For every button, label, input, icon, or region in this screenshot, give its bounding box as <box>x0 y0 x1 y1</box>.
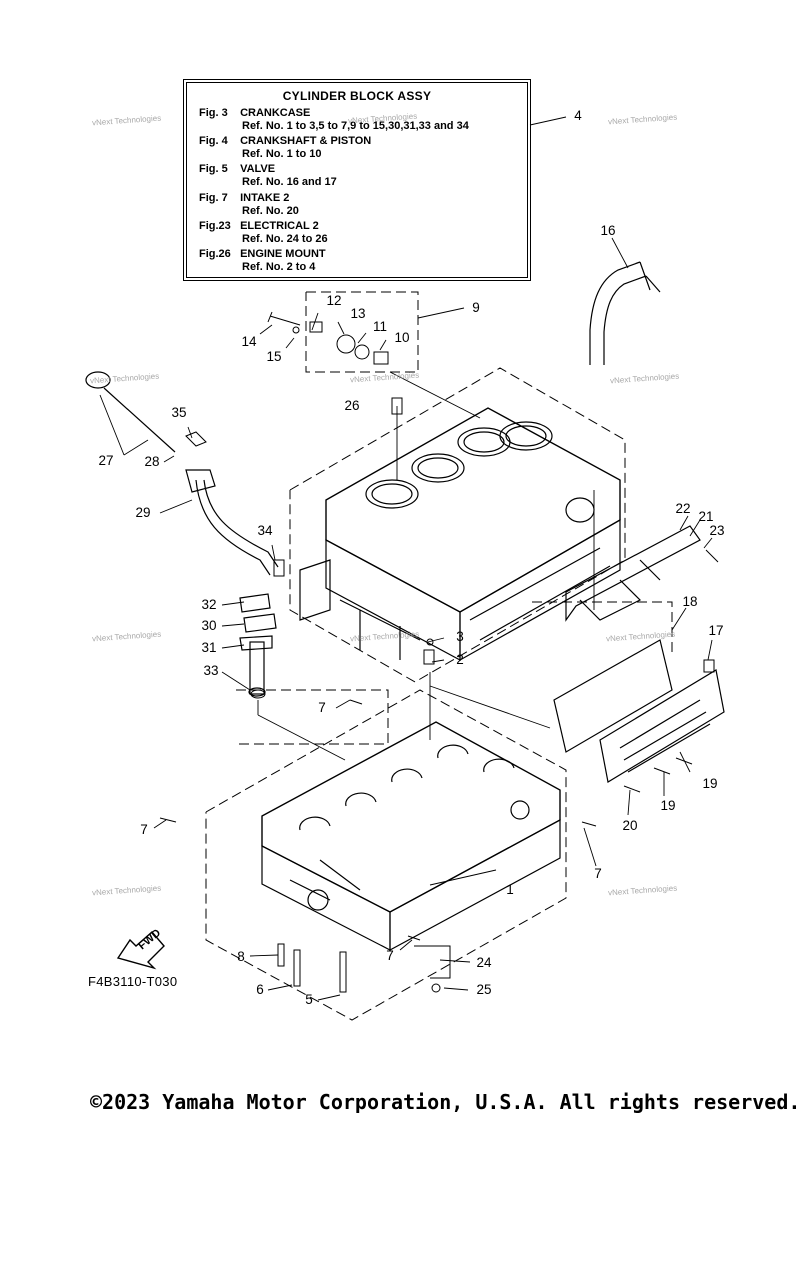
part-callout: 16 <box>600 223 616 238</box>
legend-row-fig4: Fig. 4 CRANKSHAFT & PISTON Ref. No. 1 to… <box>199 135 371 161</box>
part-callout: 33 <box>203 663 219 678</box>
part-callout: 22 <box>675 501 691 516</box>
legend-fig-name: INTAKE 2 <box>240 192 290 204</box>
part-callout: 35 <box>171 405 187 420</box>
part-callout: 6 <box>256 982 264 997</box>
legend-ref: Ref. No. 1 to 3,5 to 7,9 to 15,30,31,33 … <box>242 120 469 132</box>
legend-ref: Ref. No. 2 to 4 <box>242 261 316 273</box>
part-callout: 18 <box>682 594 698 609</box>
legend-row-fig23: Fig.23 ELECTRICAL 2 Ref. No. 24 to 26 <box>199 220 328 246</box>
legend-fig-number: Fig. 4 <box>199 135 228 147</box>
part-callout: 4 <box>574 108 582 123</box>
part-callout: 12 <box>326 293 342 308</box>
legend-row-fig5: Fig. 5 VALVE Ref. No. 16 and 17 <box>199 163 337 189</box>
side-cover-assembly <box>553 525 725 783</box>
crankcase <box>261 721 561 952</box>
part-callout: 23 <box>709 523 725 538</box>
legend-title: CYLINDER BLOCK ASSY <box>282 89 432 103</box>
part-callout: 25 <box>476 982 492 997</box>
part-callout: 9 <box>472 300 480 315</box>
part-callout: 15 <box>266 349 282 364</box>
part-callout: 26 <box>344 398 360 413</box>
dipstick-assembly <box>85 371 279 697</box>
part-callout: 2 <box>456 652 464 667</box>
part-callout: 7 <box>386 948 394 963</box>
part-callout: 8 <box>237 949 245 964</box>
part-callout: 11 <box>372 319 388 334</box>
part-callout: 21 <box>698 509 714 524</box>
leader-lines <box>99 116 713 1001</box>
part-callout: 28 <box>144 454 160 469</box>
fwd-arrow-icon <box>116 931 165 970</box>
legend-ref: Ref. No. 1 to 10 <box>242 148 322 160</box>
part-callout: 13 <box>350 306 366 321</box>
legend-fig-name: VALVE <box>240 163 276 175</box>
part-callout: 24 <box>476 955 492 970</box>
part-callout: 19 <box>660 798 676 813</box>
part-callout: 10 <box>394 330 410 345</box>
part-callout: 29 <box>135 505 151 520</box>
legend-ref: Ref. No. 16 and 17 <box>242 176 337 188</box>
legend-fig-number: Fig. 5 <box>199 163 228 175</box>
legend-fig-number: Fig.26 <box>199 248 231 260</box>
cylinder-block <box>299 407 621 662</box>
part-callout: 19 <box>702 776 718 791</box>
legend-fig-number: Fig. 3 <box>199 107 228 119</box>
part-callout: 27 <box>98 453 114 468</box>
legend-row-fig3: Fig. 3 CRANKCASE Ref. No. 1 to 3,5 to 7,… <box>199 107 469 133</box>
hose <box>589 261 661 365</box>
part-callout: 3 <box>456 629 464 644</box>
reference-legend: CYLINDER BLOCK ASSY Fig. 3 CRANKCASE Ref… <box>183 79 531 281</box>
small-fasteners <box>159 311 719 993</box>
part-callout: 14 <box>241 334 257 349</box>
dashed-group-outlines <box>205 291 673 1021</box>
part-callout: 34 <box>257 523 273 538</box>
part-callout: 20 <box>622 818 638 833</box>
part-callout: 1 <box>506 882 514 897</box>
part-callout: 5 <box>305 992 313 1007</box>
legend-fig-name: ELECTRICAL 2 <box>240 220 319 232</box>
part-callout: 7 <box>594 866 602 881</box>
figure-code: F4B3110-T030 <box>88 974 178 989</box>
part-callout: 17 <box>708 623 724 638</box>
legend-ref: Ref. No. 24 to 26 <box>242 233 328 245</box>
legend-fig-number: Fig. 7 <box>199 192 228 204</box>
legend-fig-name: ENGINE MOUNT <box>240 248 326 260</box>
copyright-notice: ©2023 Yamaha Motor Corporation, U.S.A. A… <box>90 1090 800 1114</box>
legend-row-fig7: Fig. 7 INTAKE 2 Ref. No. 20 <box>199 192 299 218</box>
part-callout: 7 <box>318 700 326 715</box>
legend-fig-name: CRANKSHAFT & PISTON <box>240 135 372 147</box>
legend-fig-number: Fig.23 <box>199 220 231 232</box>
legend-row-fig26: Fig.26 ENGINE MOUNT Ref. No. 2 to 4 <box>199 248 326 274</box>
exploded-parts-diagram: FWD <box>85 116 725 1021</box>
part-callout: 7 <box>140 822 148 837</box>
legend-fig-name: CRANKCASE <box>240 107 311 119</box>
part-callout: 32 <box>201 597 217 612</box>
legend-ref: Ref. No. 20 <box>242 205 299 217</box>
part-callout: 31 <box>201 640 217 655</box>
part-callout: 30 <box>201 618 217 633</box>
